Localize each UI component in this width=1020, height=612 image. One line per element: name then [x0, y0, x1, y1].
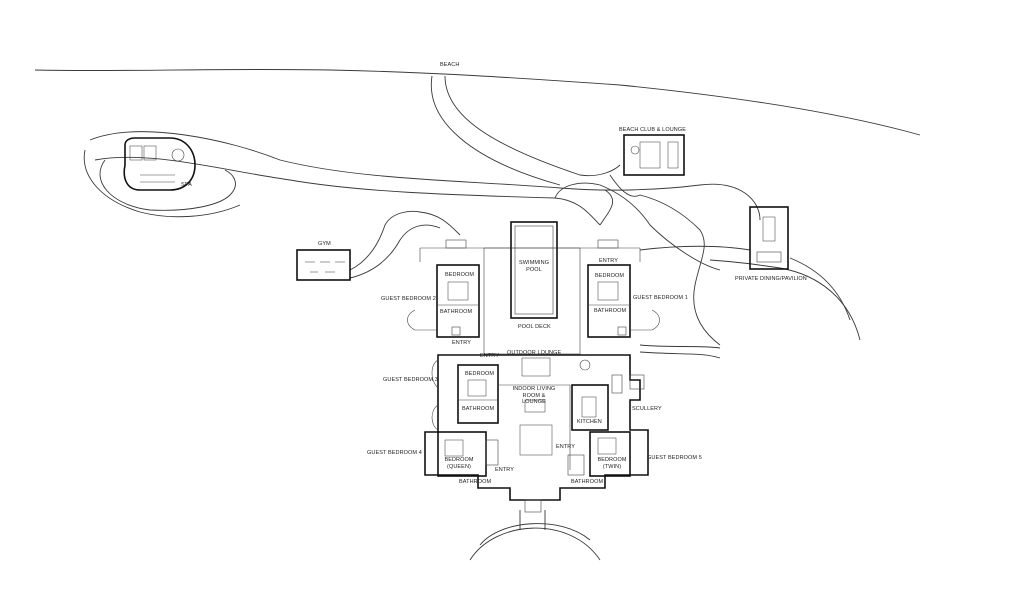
guest-bedroom-3-label: GUEST BEDROOM 3	[383, 377, 438, 383]
private-dining-building	[749, 206, 789, 270]
guest-bedroom-1	[587, 264, 631, 338]
bathroom-left-label: BATHROOM	[440, 309, 473, 315]
private-dining-label: PRIVATE DINING/PAVILION	[735, 276, 807, 282]
indoor-living-label: INDOOR LIVING ROOM & LOUNGE	[512, 386, 556, 405]
guest-bedroom-3	[457, 364, 499, 424]
spa-label: SPA	[181, 182, 192, 188]
path-network	[89, 131, 761, 221]
bathroom-3-label: BATHROOM	[462, 406, 495, 412]
guest-bedroom-5	[589, 431, 631, 477]
swimming-pool-label: SWIMMING POOL	[519, 260, 550, 273]
entry-bottom-left-label: ENTRY	[495, 467, 515, 473]
pool-deck-label: POOL DECK	[518, 324, 551, 330]
entry-bottom-right-label: ENTRY	[556, 444, 576, 450]
beach-path	[430, 75, 621, 186]
spa-path	[99, 159, 236, 211]
bedroom-left-label: BEDROOM	[445, 272, 475, 278]
entry-left-a-label: ENTRY	[452, 340, 472, 346]
outdoor-lounge-label: OUTDOOR LOUNGE	[507, 350, 562, 356]
entry-left-b-label: ENTRY	[480, 353, 500, 359]
guest-bedroom-4-label: GUEST BEDROOM 4	[367, 450, 422, 456]
kitchen-label: KITCHEN	[577, 419, 602, 425]
beach-club-building	[623, 134, 685, 176]
guest-bedroom-2	[436, 264, 480, 338]
gym-label: GYM	[318, 241, 331, 247]
bathroom-bottom-left-label: BATHROOM	[459, 479, 492, 485]
beach-club-label: BEACH CLUB & LOUNGE	[619, 127, 687, 133]
scullery-label: SCULLERY	[632, 406, 662, 412]
guest-bedroom-2-label: GUEST BEDROOM 2	[381, 296, 436, 302]
bathroom-right-label: BATHROOM	[594, 308, 627, 314]
kitchen	[571, 384, 609, 431]
bathroom-bottom-right-label: BATHROOM	[571, 479, 604, 485]
guest-bedroom-5-label: GUEST BEDROOM 5	[647, 455, 702, 461]
beach-label: BEACH	[440, 62, 460, 68]
bedroom-queen-label: BEDROOM (QUEEN)	[444, 457, 474, 470]
swimming-pool	[510, 221, 558, 319]
entrance-drive	[469, 523, 601, 561]
shoreline	[34, 68, 921, 136]
spa-building	[123, 137, 196, 191]
gym-building	[296, 249, 351, 281]
bedroom-twin-label: BEDROOM (TWIN)	[597, 457, 627, 470]
bedroom-right-label: BEDROOM	[595, 273, 625, 279]
main-house	[424, 354, 649, 501]
guest-bedroom-1-label: GUEST BEDROOM 1	[633, 295, 688, 301]
bedroom-3-label: BEDROOM	[465, 371, 495, 377]
entry-top-right-label: ENTRY	[599, 258, 619, 264]
